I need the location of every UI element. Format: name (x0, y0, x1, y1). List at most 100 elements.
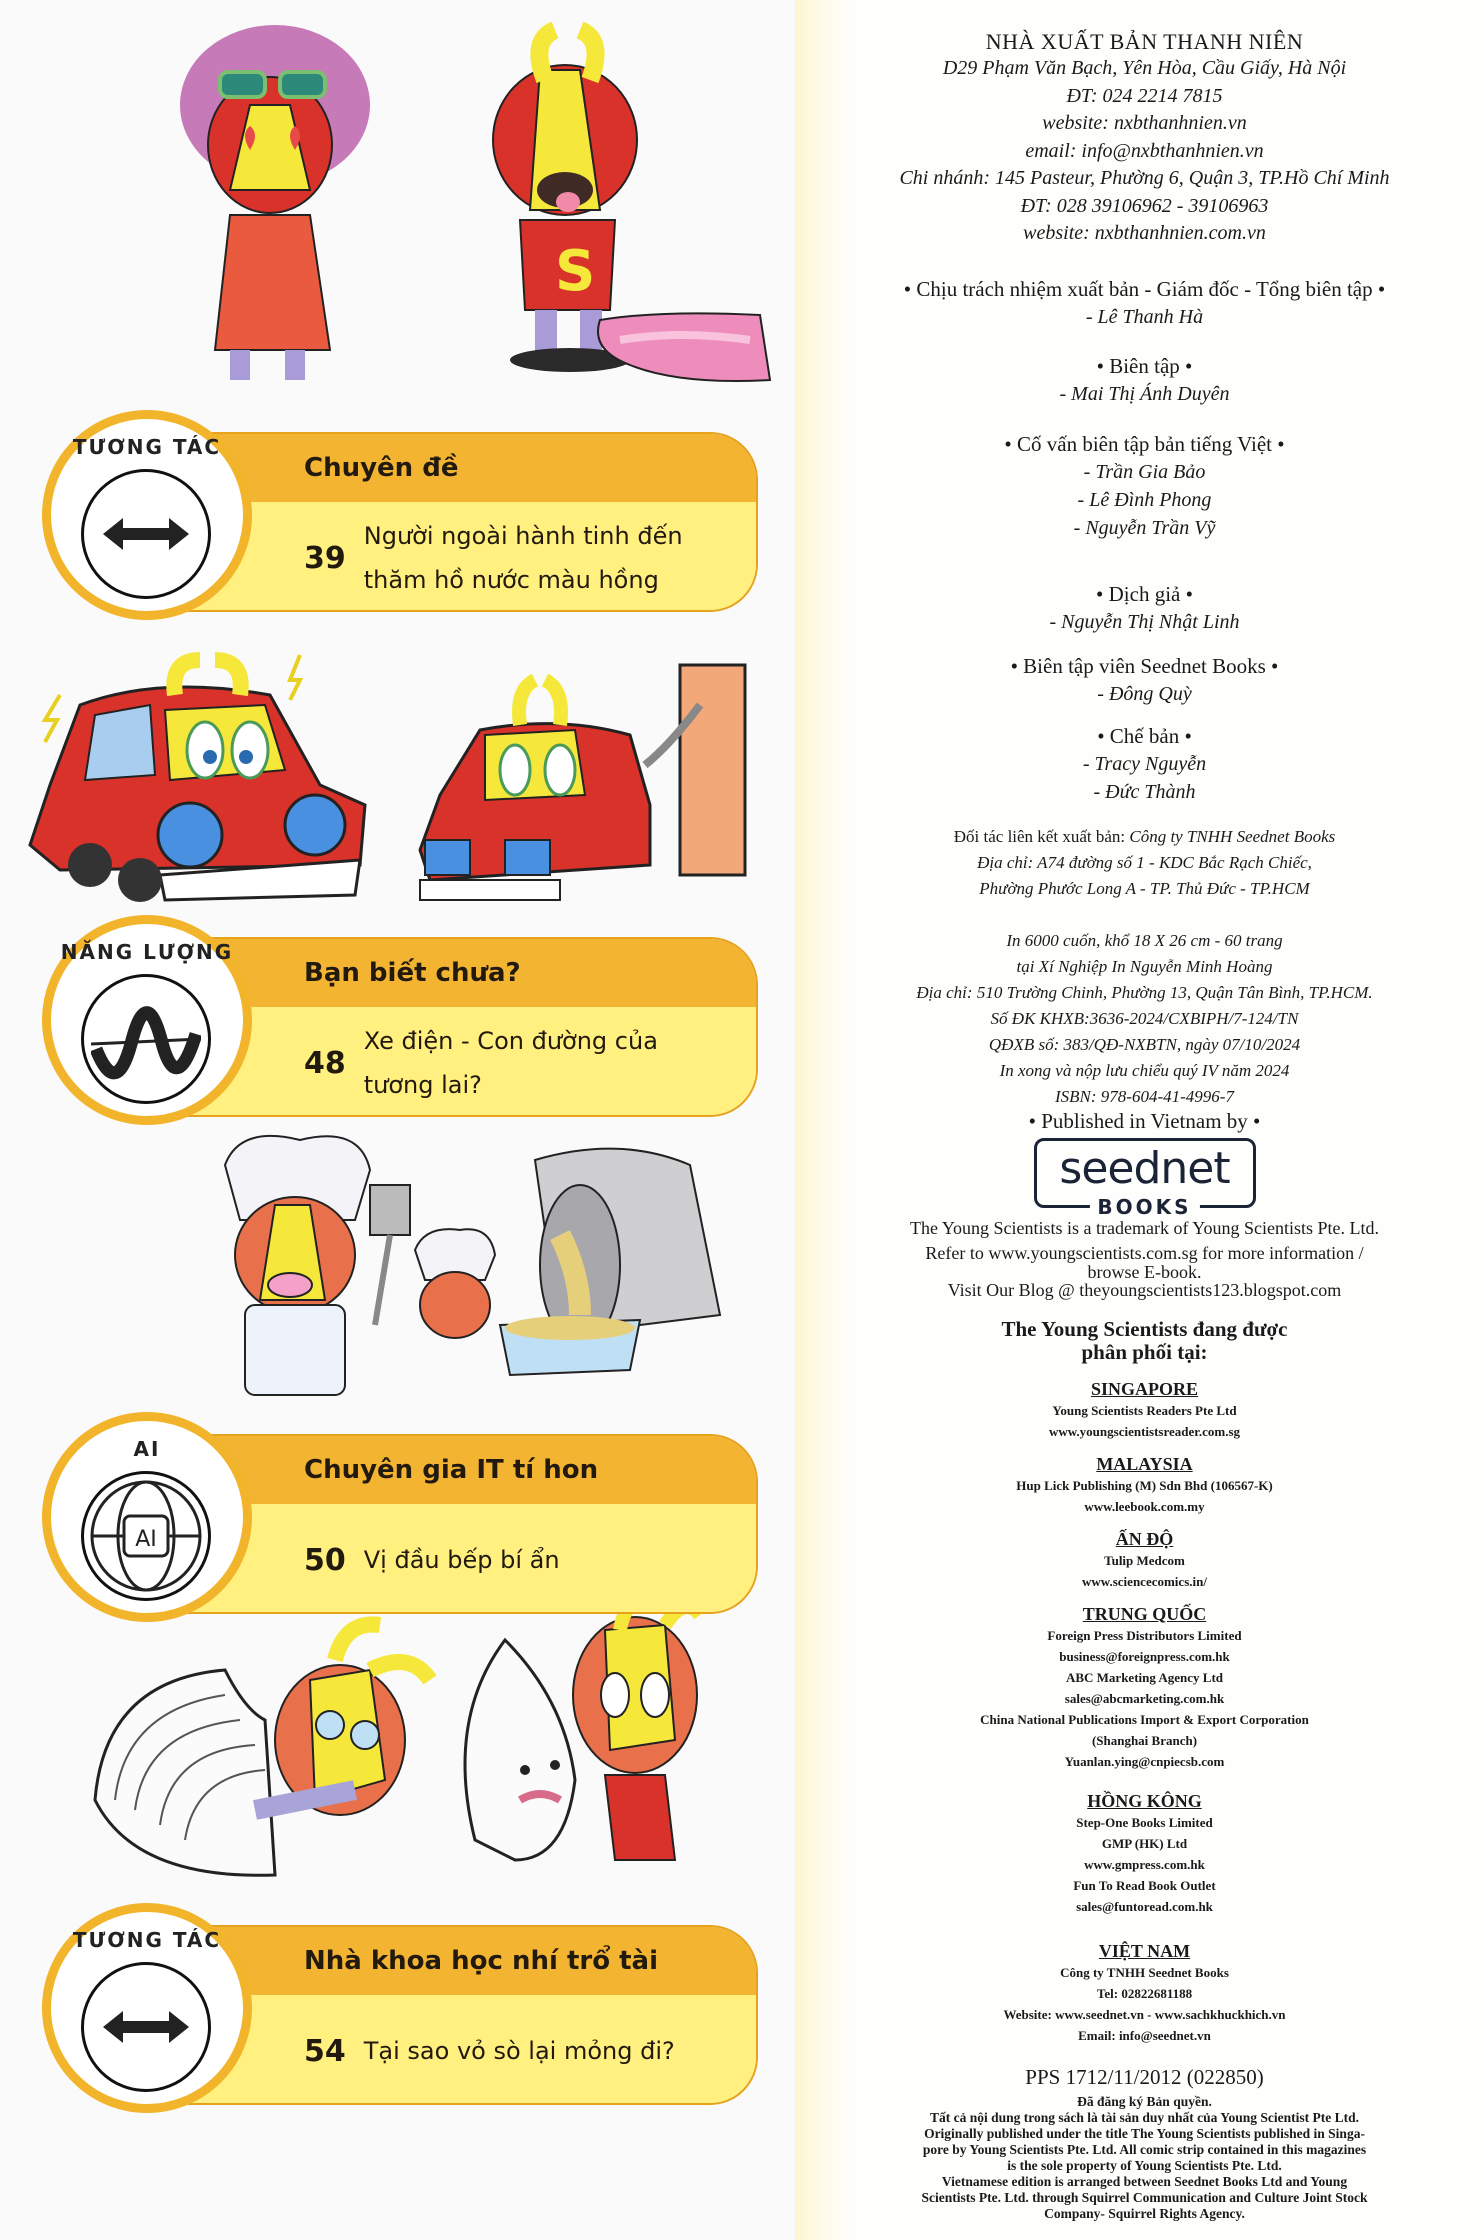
distributor-china: TRUNG QUỐC Foreign Press Distributors Li… (815, 1603, 1474, 1772)
toc-card: Bạn biết chưa? 48 Xe điện - Con đường củ… (162, 937, 758, 1117)
distributor-line[interactable]: Email: info@seednet.vn (1078, 2028, 1211, 2043)
logo-word: seednet (1059, 1143, 1230, 1194)
distribution-heading-1: The Young Scientists đang được (1001, 1317, 1288, 1341)
distributor-line[interactable]: business@foreignpress.com.hk (1059, 1649, 1230, 1664)
distributor-line: Tel: 02822681188 (1096, 1986, 1193, 2001)
publishing-decision: QĐXB số: 383/QĐ-NXBTN, ngày 07/10/2024 (988, 1035, 1301, 1054)
toc-card: Chuyên gia IT tí hon 50 Vị đầu bếp bí ẩn (162, 1434, 758, 1614)
distributor-line[interactable]: www.gmpress.com.hk (1084, 1857, 1205, 1872)
copyright-line: Scientists Pte. Ltd. through Squirrel Co… (921, 2190, 1368, 2205)
trademark-line: The Young Scientists is a trademark of Y… (910, 1218, 1379, 1238)
toc-item[interactable]: AI AI Chuyên gia IT tí hon 50 Vị đầu bếp… (42, 1412, 762, 1622)
imprint-page: NHÀ XUẤT BẢN THANH NIÊN D29 Phạm Văn Bạc… (795, 0, 1484, 2240)
credit-block: • Biên tập • - Mai Thị Ánh Duyên (815, 352, 1474, 408)
distributor-line[interactable]: Website: www.seednet.vn - www.sachkhuckh… (1003, 2007, 1286, 2022)
blog-link[interactable]: Visit Our Blog @ theyoungscientists123.b… (947, 1280, 1342, 1300)
country-heading: VIỆT NAM (1098, 1941, 1191, 1961)
section-title: Chuyên đề (164, 434, 756, 502)
seednet-books-logo: seednet BOOKS (1033, 1138, 1256, 1219)
publisher-name: NHÀ XUẤT BẢN THANH NIÊN (985, 29, 1304, 54)
copyright-line: Tất cả nội dung trong sách là tài sản du… (929, 2110, 1360, 2125)
distributor-line: Fun To Read Book Outlet (1073, 1878, 1216, 1893)
distributor-line[interactable]: sales@funtoread.com.hk (1076, 1899, 1213, 1914)
credit-role: • Biên tập • (1096, 354, 1193, 378)
distributor-vietnam: VIỆT NAM Công ty TNHH Seednet Books Tel:… (815, 1940, 1474, 2046)
copyright-line: pore by Young Scientists Pte. Ltd. All c… (922, 2142, 1367, 2157)
distributor-line[interactable]: sales@abcmarketing.com.hk (1064, 1691, 1225, 1706)
category-badge: AI AI (42, 1412, 252, 1622)
isbn: ISBN: 978-604-41-4996-7 (1055, 1087, 1234, 1106)
badge-label: TƯƠNG TÁC (72, 1928, 222, 1952)
publisher-logo-block: • Published in Vietnam by • seednet BOOK… (815, 1109, 1474, 1219)
distributor-line: GMP (HK) Ltd (1101, 1836, 1188, 1851)
printer: tại Xí Nghiệp In Nguyễn Minh Hoàng (1016, 957, 1273, 976)
distributor-line: Tulip Medcom (1104, 1553, 1185, 1568)
credit-name: - Đông Quỳ (1097, 683, 1192, 705)
credit-role: • Chế bản • (1097, 724, 1192, 748)
publisher-email[interactable]: email: info@nxbthanhnien.vn (1025, 139, 1264, 162)
country-heading: HỒNG KÔNG (1087, 1791, 1202, 1811)
pps-number: PPS 1712/11/2012 (022850) (815, 2064, 1474, 2090)
credit-block: • Dịch giả • - Nguyễn Thị Nhật Linh (815, 580, 1474, 636)
logo-sub: BOOKS (1089, 1195, 1200, 1219)
toc-card: Chuyên đề 39 Người ngoài hành tinh đến t… (162, 432, 758, 612)
distributor-line: Step-One Books Limited (1076, 1815, 1213, 1830)
section-title: Chuyên gia IT tí hon (164, 1436, 756, 1504)
print-run: In 6000 cuốn, khổ 18 X 26 cm - 60 trang (1006, 931, 1283, 950)
partner-info: Đối tác liên kết xuất bản: Công ty TNHH … (815, 824, 1474, 902)
copyright-line: is the sole property of Young Scientists… (1007, 2158, 1282, 2173)
distributor-line[interactable]: www.sciencecomics.in/ (1082, 1574, 1207, 1589)
credit-block: • Chế bản • - Tracy Nguyễn - Đức Thành (815, 722, 1474, 806)
category-badge: TƯƠNG TÁC (42, 410, 252, 620)
section-title: Nhà khoa học nhí trổ tài (164, 1927, 756, 1995)
category-badge: NĂNG LƯỢNG (42, 915, 252, 1125)
article-title[interactable]: Tại sao vỏ sò lại mỏng đi? (363, 2037, 675, 2065)
toc-item[interactable]: TƯƠNG TÁC Nhà khoa học nhí trổ tài 54 Tạ… (42, 1903, 762, 2113)
credit-block: • Chịu trách nhiệm xuất bản - Giám đốc -… (815, 275, 1474, 331)
badge-label: AI (133, 1437, 161, 1461)
distributor-line: (Shanghai Branch) (1091, 1733, 1198, 1748)
toc-item[interactable]: NĂNG LƯỢNG Bạn biết chưa? 48 Xe điện - C… (42, 915, 762, 1125)
partner-address-2: Phường Phước Long A - TP. Thủ Đức - TP.H… (979, 879, 1310, 898)
distributor-line[interactable]: www.youngscientistsreader.com.sg (1048, 1424, 1241, 1439)
distributor-line: Young Scientists Readers Pte Ltd (1052, 1403, 1237, 1418)
branch-phone: ĐT: 028 39106962 - 39106963 (1020, 194, 1269, 217)
credit-role: • Biên tập viên Seednet Books • (1010, 654, 1279, 678)
toc-item[interactable]: TƯƠNG TÁC Chuyên đề 39 Người ngoài hành … (42, 410, 762, 620)
svg-text:AI: AI (135, 1527, 157, 1552)
pps-code: PPS 1712/11/2012 (022850) (1025, 2065, 1264, 2089)
double-arrow-icon (81, 1962, 211, 2092)
distributor-line: ABC Marketing Agency Ltd (1065, 1670, 1224, 1685)
registration-number: Số ĐK KHXB:3636-2024/CXBIPH/7-124/TN (990, 1009, 1299, 1028)
distributor-hongkong: HỒNG KÔNG Step-One Books Limited GMP (HK… (815, 1790, 1474, 1917)
credit-name: - Nguyễn Thị Nhật Linh (1049, 611, 1240, 633)
article-title[interactable]: Vị đầu bếp bí ẩn (363, 1546, 560, 1574)
article-title[interactable]: Xe điện - Con đường của tương lai? (363, 1027, 658, 1099)
trademark-info: The Young Scientists is a trademark of Y… (815, 1218, 1474, 1301)
distributor-line[interactable]: www.leebook.com.my (1084, 1499, 1205, 1514)
country-heading: ẤN ĐỘ (1115, 1529, 1174, 1549)
credit-name: - Mai Thị Ánh Duyên (1059, 383, 1230, 405)
credit-name: - Lê Thanh Hà (1085, 306, 1204, 328)
copyright-line: Vietnamese edition is arranged between S… (941, 2174, 1348, 2189)
wave-icon (81, 974, 211, 1104)
publisher-website[interactable]: website: nxbthanhnien.vn (1042, 112, 1247, 134)
branch-website[interactable]: website: nxbthanhnien.com.vn (1023, 222, 1266, 244)
illustration-pink-lake: S (160, 10, 780, 395)
printer-address: Địa chỉ: 510 Trường Chinh, Phường 13, Qu… (916, 983, 1373, 1002)
credit-name: - Trần Gia Bảo (1083, 461, 1206, 483)
distributor-india: ẤN ĐỘ Tulip Medcom www.sciencecomics.in/ (815, 1528, 1474, 1592)
distributor-line: Foreign Press Distributors Limited (1047, 1628, 1242, 1643)
ai-globe-icon: AI (81, 1471, 211, 1601)
country-heading: SINGAPORE (1090, 1379, 1198, 1399)
trademark-line[interactable]: Refer to www.youngscientists.com.sg for … (925, 1243, 1364, 1263)
published-by: • Published in Vietnam by • (1028, 1109, 1261, 1133)
left-page-contents: S TƯƠNG TÁC Chuyên đề 39 Người ngoài hàn… (28, 10, 780, 2113)
copyright-line: Company- Squirrel Rights Agency. (1044, 2206, 1245, 2221)
page-number: 39 (304, 540, 346, 576)
page-number: 54 (304, 2033, 346, 2069)
distributor-line[interactable]: Yuanlan.ying@cnpiecsb.com (1064, 1754, 1225, 1769)
section-title: Bạn biết chưa? (164, 939, 756, 1007)
credit-name: - Tracy Nguyễn (1082, 753, 1207, 775)
article-title[interactable]: Người ngoài hành tinh đến thăm hồ nước m… (363, 522, 683, 594)
